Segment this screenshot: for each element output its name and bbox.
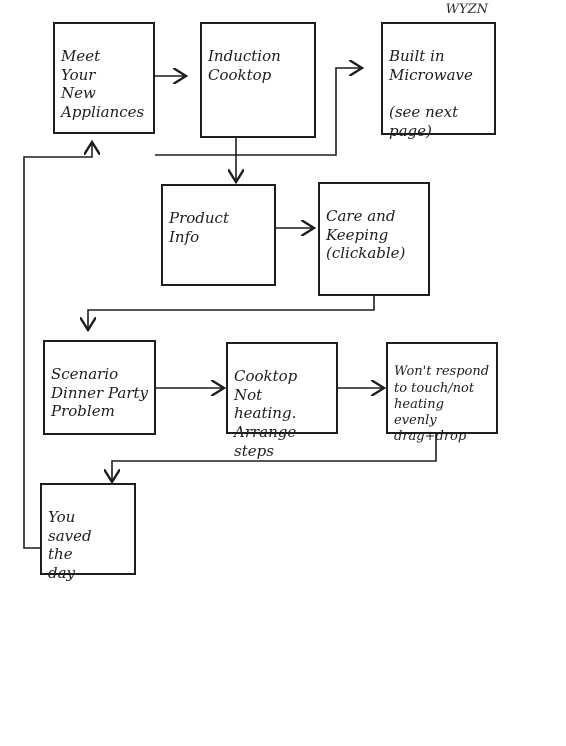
box-product-info[interactable]: Product Info	[161, 184, 276, 286]
header-tag: WYZN	[445, 2, 488, 17]
arrow-saved-to-meet	[23, 142, 92, 549]
arrow-care-to-scenario	[88, 296, 375, 330]
box-care-and-keeping[interactable]: Care and Keeping (clickable)	[318, 182, 430, 296]
box-not-heating-label: Cooktop Not heating. Arrange steps	[234, 366, 298, 460]
box-wont-respond-label: Won't respond to touch/not heating evenl…	[394, 364, 490, 445]
box-scenario-label: Scenario Dinner Party Problem	[51, 364, 148, 421]
box-scenario[interactable]: Scenario Dinner Party Problem	[43, 340, 156, 435]
box-you-saved-the-day[interactable]: You saved the day	[40, 483, 136, 582]
box-wont-respond[interactable]: Won't respond to touch/not heating evenl…	[386, 342, 498, 444]
box-product-info-label: Product Info	[169, 208, 229, 246]
box-saved-label: You saved the day	[48, 507, 92, 582]
box-induction-cooktop[interactable]: Induction Cooktop	[200, 22, 316, 138]
box-meet-label: Meet Your New Appliances	[61, 46, 145, 121]
box-microwave-label: Built in Microwave (see next page)	[389, 46, 473, 140]
box-built-in-microwave[interactable]: Built in Microwave (see next page)	[381, 22, 496, 140]
box-care-label: Care and Keeping (clickable)	[326, 206, 406, 263]
box-cooktop-not-heating[interactable]: Cooktop Not heating. Arrange steps	[226, 342, 338, 460]
arrow-induction-to-microwave	[155, 68, 362, 156]
arrow-wontrespond-to-saved	[112, 434, 437, 482]
box-meet-your-new-appliances[interactable]: Meet Your New Appliances	[53, 22, 155, 134]
box-induction-label: Induction Cooktop	[208, 46, 281, 84]
